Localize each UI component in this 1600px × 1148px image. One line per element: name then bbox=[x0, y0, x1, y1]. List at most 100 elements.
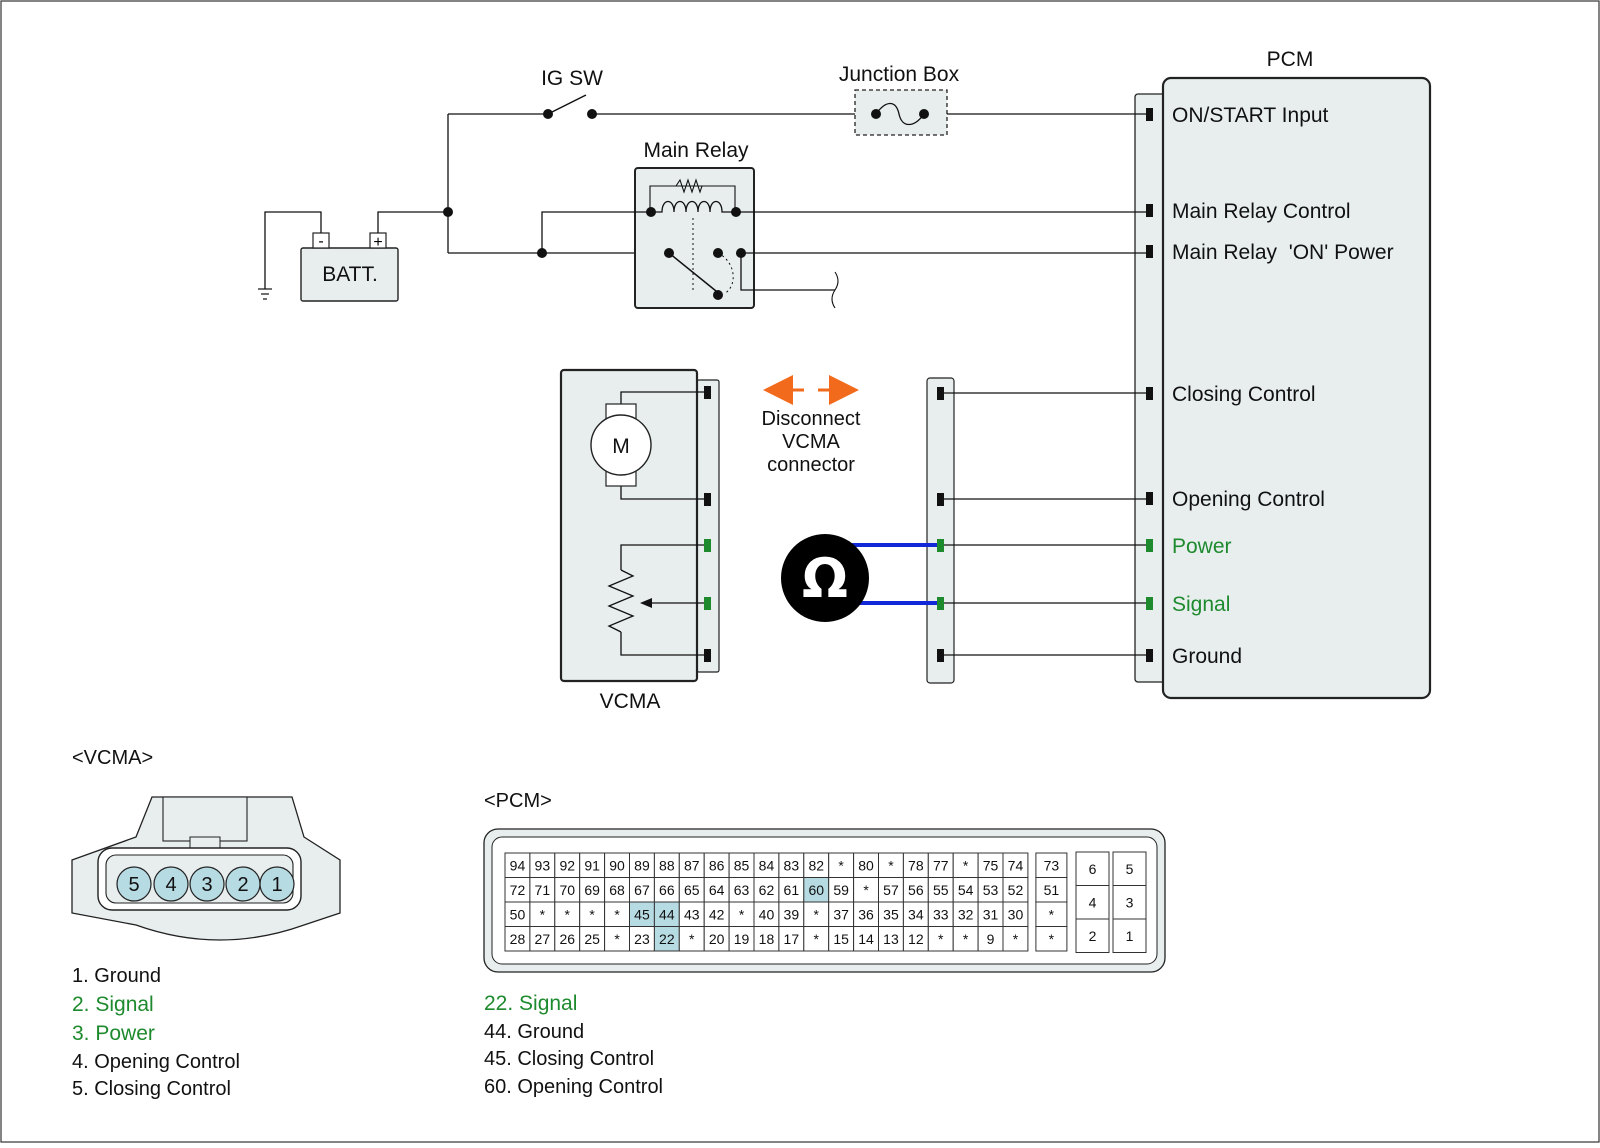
pcm-pin-37: 37 bbox=[833, 906, 849, 922]
pcm-pin-20: 20 bbox=[709, 931, 725, 947]
vcma-connector-face: <VCMA> 5 4 3 2 1 1. Ground 2. Signal 3. … bbox=[71, 747, 341, 1100]
harness-connector bbox=[926, 377, 955, 684]
pcm-pin-87: 87 bbox=[684, 857, 700, 873]
relay-coil-icon bbox=[650, 200, 735, 213]
pcm-pin-main-relay-control bbox=[1146, 204, 1153, 217]
pcm-pin-unused: * bbox=[565, 906, 571, 922]
pcm-pin-85: 85 bbox=[734, 857, 750, 873]
pcm-pin-57: 57 bbox=[883, 882, 899, 898]
pcm-pin-55: 55 bbox=[933, 882, 949, 898]
pcm-pin-88: 88 bbox=[659, 857, 675, 873]
pcm-pin-opening-control bbox=[1146, 492, 1153, 505]
disconnect-text-line2: VCMA bbox=[782, 431, 840, 453]
pcm-pin-68: 68 bbox=[609, 882, 625, 898]
vcma-legend-3: 3. Power bbox=[72, 1022, 155, 1045]
pcm-pin-42-cell bbox=[703, 901, 730, 927]
pcm-pin-39-cell bbox=[778, 901, 805, 927]
pcm-pin-26: 26 bbox=[559, 931, 575, 947]
pcm-pin-64-cell bbox=[703, 877, 730, 903]
pcm-pin-69-cell bbox=[579, 877, 606, 903]
pcm-pin-75: 75 bbox=[983, 857, 999, 873]
battery-box bbox=[300, 247, 399, 302]
pcm-pin-74-cell bbox=[1002, 852, 1029, 878]
pcm-label-opening-control: Opening Control bbox=[1172, 488, 1325, 511]
motor-wire-bottom bbox=[620, 486, 704, 500]
pcm-pin-64: 64 bbox=[709, 882, 725, 898]
pcm-pin-unused-cell bbox=[1035, 926, 1068, 952]
vcma-face-pin-4 bbox=[153, 866, 189, 902]
pcm-pin-77-cell bbox=[927, 852, 954, 878]
main-relay-box bbox=[634, 167, 755, 309]
pcm-pin-unused: * bbox=[863, 882, 869, 898]
vcma-connector-title: <VCMA> bbox=[72, 747, 153, 769]
pcm-pin-14-cell bbox=[853, 926, 879, 952]
pcm-pin-45-cell bbox=[629, 901, 655, 927]
pcm-pin-70: 70 bbox=[559, 882, 575, 898]
vcma-module: VCMA M bbox=[559, 368, 720, 713]
ground-symbol-icon bbox=[258, 288, 272, 300]
pcm-pin-78: 78 bbox=[908, 857, 924, 873]
pcm-pin-unused: * bbox=[614, 931, 620, 947]
pcm-pin-unused: * bbox=[888, 857, 894, 873]
pcm-pin-63-cell bbox=[728, 877, 755, 903]
vcma-latch-tab bbox=[189, 836, 221, 850]
ohmmeter-icon bbox=[781, 534, 869, 622]
pcm-pin-44: 44 bbox=[659, 906, 675, 922]
motor-icon bbox=[590, 414, 652, 476]
disconnect-text-line3: connector bbox=[767, 454, 855, 476]
battery-positive-wire bbox=[377, 211, 448, 233]
pcm-pin-43: 43 bbox=[684, 906, 700, 922]
pcm-pin-33: 33 bbox=[933, 906, 949, 922]
pcm-pin-unused: * bbox=[689, 931, 695, 947]
pcm-pin-82: 82 bbox=[808, 857, 824, 873]
pcm-pin-69: 69 bbox=[584, 882, 600, 898]
pcm-pin-unused: * bbox=[814, 931, 820, 947]
vcma-face-pin-5-label: 5 bbox=[128, 874, 139, 896]
pcm-label-power: Power bbox=[1172, 535, 1232, 558]
pcm-pin-51-cell bbox=[1035, 877, 1068, 903]
junction-box: Junction Box bbox=[839, 63, 960, 136]
pcm-pin-unused: * bbox=[739, 906, 745, 922]
pcm-pin-9-cell bbox=[977, 926, 1004, 952]
pcm-pin-30-cell bbox=[1002, 901, 1029, 927]
battery: - + BATT. bbox=[300, 232, 399, 302]
vcma-face-pin-2-label: 2 bbox=[237, 874, 248, 896]
pcm-pin-93: 93 bbox=[535, 857, 551, 873]
pcm-pin-61-cell bbox=[778, 877, 805, 903]
relay-coil-feed-wire bbox=[541, 211, 651, 253]
pcm-pin-71: 71 bbox=[535, 882, 551, 898]
pcm-pin-23: 23 bbox=[634, 931, 650, 947]
disconnect-text-line1: Disconnect bbox=[762, 408, 861, 430]
pcm-pin-72-cell bbox=[504, 877, 531, 903]
pcm-box bbox=[1161, 76, 1432, 700]
ig-switch-label: IG SW bbox=[541, 67, 603, 90]
pcm-pin-14: 14 bbox=[858, 931, 874, 947]
pcm-pin-56: 56 bbox=[908, 882, 924, 898]
pcm-pin-unused: * bbox=[1013, 931, 1019, 947]
pcm-pin-unused: * bbox=[540, 906, 546, 922]
pcm-pin-84-cell bbox=[753, 852, 780, 878]
pcm-pin-80: 80 bbox=[858, 857, 874, 873]
pcm-pin-36: 36 bbox=[858, 906, 874, 922]
pcm-pin-53: 53 bbox=[983, 882, 999, 898]
pcm-pin-26-cell bbox=[554, 926, 581, 952]
pcm-pin-unused: * bbox=[614, 906, 620, 922]
pcm-pin-18: 18 bbox=[759, 931, 775, 947]
pcm-small-pin-3: 3 bbox=[1126, 894, 1134, 910]
pcm-connector-title: <PCM> bbox=[484, 790, 552, 812]
pcm-pin-12-cell bbox=[902, 926, 929, 952]
pcm-pin-50: 50 bbox=[510, 906, 526, 922]
pot-wire-bottom bbox=[620, 632, 704, 656]
vcma-legend-1: 1. Ground bbox=[72, 965, 161, 987]
pcm-pin-unused: * bbox=[938, 931, 944, 947]
relay-output-branch-wire bbox=[740, 253, 835, 291]
pcm-small-pin-5-cell bbox=[1112, 851, 1147, 886]
pcm-pin-power bbox=[1146, 539, 1153, 552]
pcm-pin-unused-cell bbox=[1035, 901, 1068, 927]
relay-contact-travel bbox=[717, 252, 734, 295]
pcm-pin-main-relay-power bbox=[1146, 245, 1153, 258]
pcm-pin-25-cell bbox=[579, 926, 606, 952]
pcm-pin-72: 72 bbox=[510, 882, 526, 898]
